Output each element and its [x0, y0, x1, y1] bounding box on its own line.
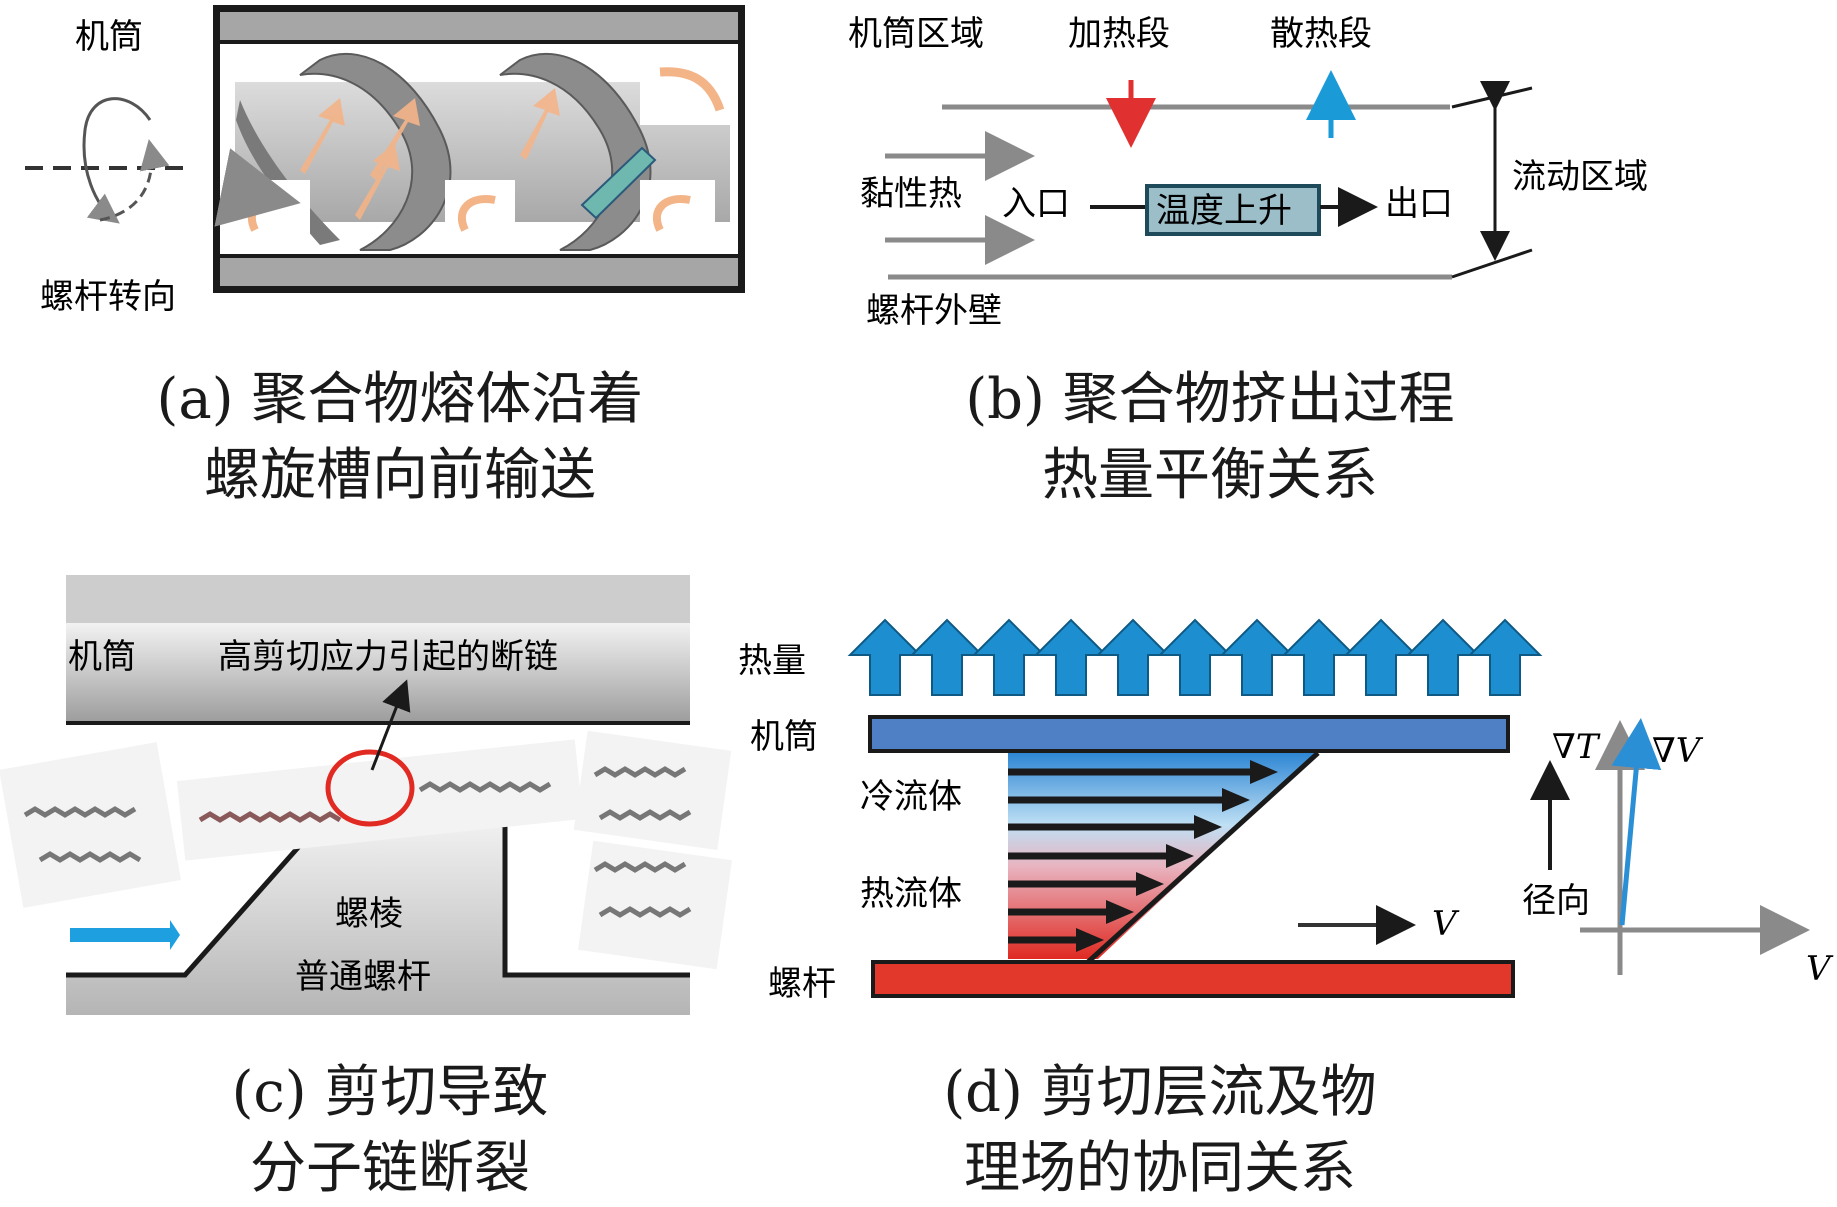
panel-d-velocity-symbol: V — [1432, 904, 1460, 944]
panel-b-temp-rise: 温度上升 — [1156, 191, 1292, 231]
panel-d-grad-V: ∇V — [1652, 731, 1704, 771]
panel-d-hot-fluid: 热流体 — [860, 874, 962, 914]
panel-b-viscous-heat: 黏性热 — [860, 174, 962, 214]
panel-d-heat-label: 热量 — [738, 641, 806, 681]
panel-c-break-label: 高剪切应力引起的断链 — [218, 637, 558, 677]
panel-a: 机筒 螺杆转向 — [25, 5, 745, 317]
barrel-bar — [868, 715, 1510, 753]
panel-b-cooling-section: 散热段 — [1270, 14, 1372, 54]
caption-c-line1: (c) 剪切导致 — [231, 1060, 549, 1125]
panel-d-screw-label: 螺杆 — [768, 964, 836, 1004]
panel-d-cold-fluid: 冷流体 — [860, 777, 962, 817]
caption-a-line2: 螺旋槽向前输送 — [204, 443, 596, 508]
panel-d-radial-label: 径向 — [1522, 881, 1590, 921]
panel-b-outlet: 出口 — [1385, 184, 1453, 224]
gradient-axes — [1530, 718, 1810, 975]
caption-c-line2: 分子链断裂 — [250, 1136, 530, 1201]
caption-b: (b) 聚合物挤出过程 热量平衡关系 — [900, 362, 1520, 514]
caption-d-line1: (d) 剪切层流及物 — [943, 1060, 1377, 1125]
panel-d-grad-T: ∇T — [1552, 727, 1601, 767]
panel-b-barrel-zone: 机筒区域 — [848, 14, 984, 54]
caption-d-line2: 理场的协同关系 — [964, 1136, 1356, 1201]
caption-a: (a) 聚合物熔体沿着 螺旋槽向前输送 — [90, 362, 710, 514]
caption-c: (c) 剪切导致 分子链断裂 — [80, 1055, 700, 1207]
screw-flight — [66, 825, 690, 1015]
break-circle — [325, 749, 415, 827]
panel-c-flight-label: 螺棱 — [335, 894, 403, 934]
caption-d: (d) 剪切层流及物 理场的协同关系 — [850, 1055, 1470, 1207]
caption-a-line1: (a) 聚合物熔体沿着 — [156, 367, 644, 432]
panel-d: 热量 机筒 — [738, 618, 1834, 1004]
panel-d-barrel-label: 机筒 — [750, 717, 818, 757]
temp-rise-box — [1145, 184, 1321, 236]
barrel-top — [66, 575, 690, 623]
panel-c-screw-label: 普通螺杆 — [295, 957, 431, 997]
rotation-icon — [25, 97, 185, 224]
velocity-arrows — [1008, 768, 1260, 944]
panel-d-axis-V: V — [1806, 949, 1834, 989]
barrel-screw-illustration — [213, 5, 745, 293]
panel-b-screw-wall: 螺杆外壁 — [866, 291, 1002, 331]
panel-c-barrel-label: 机筒 — [68, 637, 136, 677]
panel-b-flow-zone: 流动区域 — [1512, 157, 1648, 197]
panel-a-barrel-label: 机筒 — [75, 17, 143, 57]
panel-b-inlet: 入口 — [1002, 184, 1070, 224]
panel-c: 机筒 高剪切应力引起的断链 螺棱 普通螺杆 — [0, 575, 732, 1015]
screw-bar — [871, 960, 1515, 998]
caption-b-line1: (b) 聚合物挤出过程 — [965, 367, 1455, 432]
molecular-chains — [0, 730, 732, 970]
caption-b-line2: 热量平衡关系 — [1042, 443, 1378, 508]
panel-b: 机筒区域 加热段 散热段 黏性热 入口 温度上升 出口 螺杆外壁 流动区域 — [848, 14, 1648, 331]
feed-arrow — [170, 920, 180, 950]
heat-arrows — [847, 618, 1543, 696]
panel-b-heating-section: 加热段 — [1068, 14, 1170, 54]
panel-a-rotation-label: 螺杆转向 — [40, 277, 176, 317]
